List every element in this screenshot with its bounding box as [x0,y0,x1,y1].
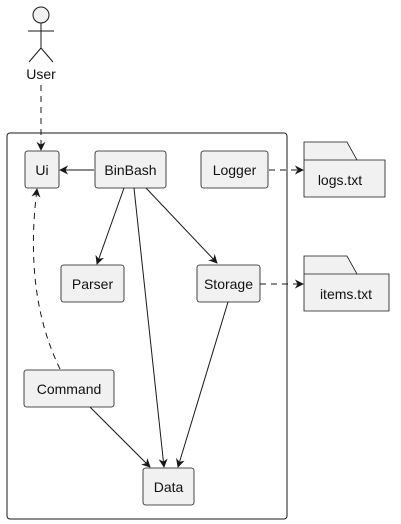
user-actor: User [26,6,56,82]
actor-head [32,6,50,24]
node-ui: Ui [24,150,60,189]
node-logger-label: Logger [213,162,257,178]
folder-logs: logs.txt [303,141,386,198]
edge-binbash-parser [95,187,125,265]
edges [31,85,304,468]
edge-binbash-storage [145,187,218,264]
system-boundary [6,132,288,520]
node-command: Command [23,369,115,408]
node-data: Data [142,467,195,506]
node-storage-label: Storage [204,276,253,292]
node-ui-label: Ui [35,162,48,178]
actor-label: User [26,66,56,82]
node-data-label: Data [154,479,184,495]
node-storage: Storage [196,264,261,303]
folder-items: items.txt [303,255,390,312]
edge-command-ui [31,188,61,370]
edge-command-data [89,406,151,468]
edge-storage-data [176,301,229,468]
node-binbash-label: BinBash [104,162,156,178]
folder-items-label: items.txt [320,286,372,302]
node-parser-label: Parser [72,276,114,292]
actor-right-leg [40,47,54,63]
node-binbash: BinBash [94,150,167,189]
node-parser: Parser [60,264,125,303]
actor-left-leg [28,47,42,63]
node-command-label: Command [37,381,102,397]
node-logger: Logger [200,150,269,189]
edge-binbash-data [133,187,168,468]
folder-logs-label: logs.txt [318,172,362,188]
